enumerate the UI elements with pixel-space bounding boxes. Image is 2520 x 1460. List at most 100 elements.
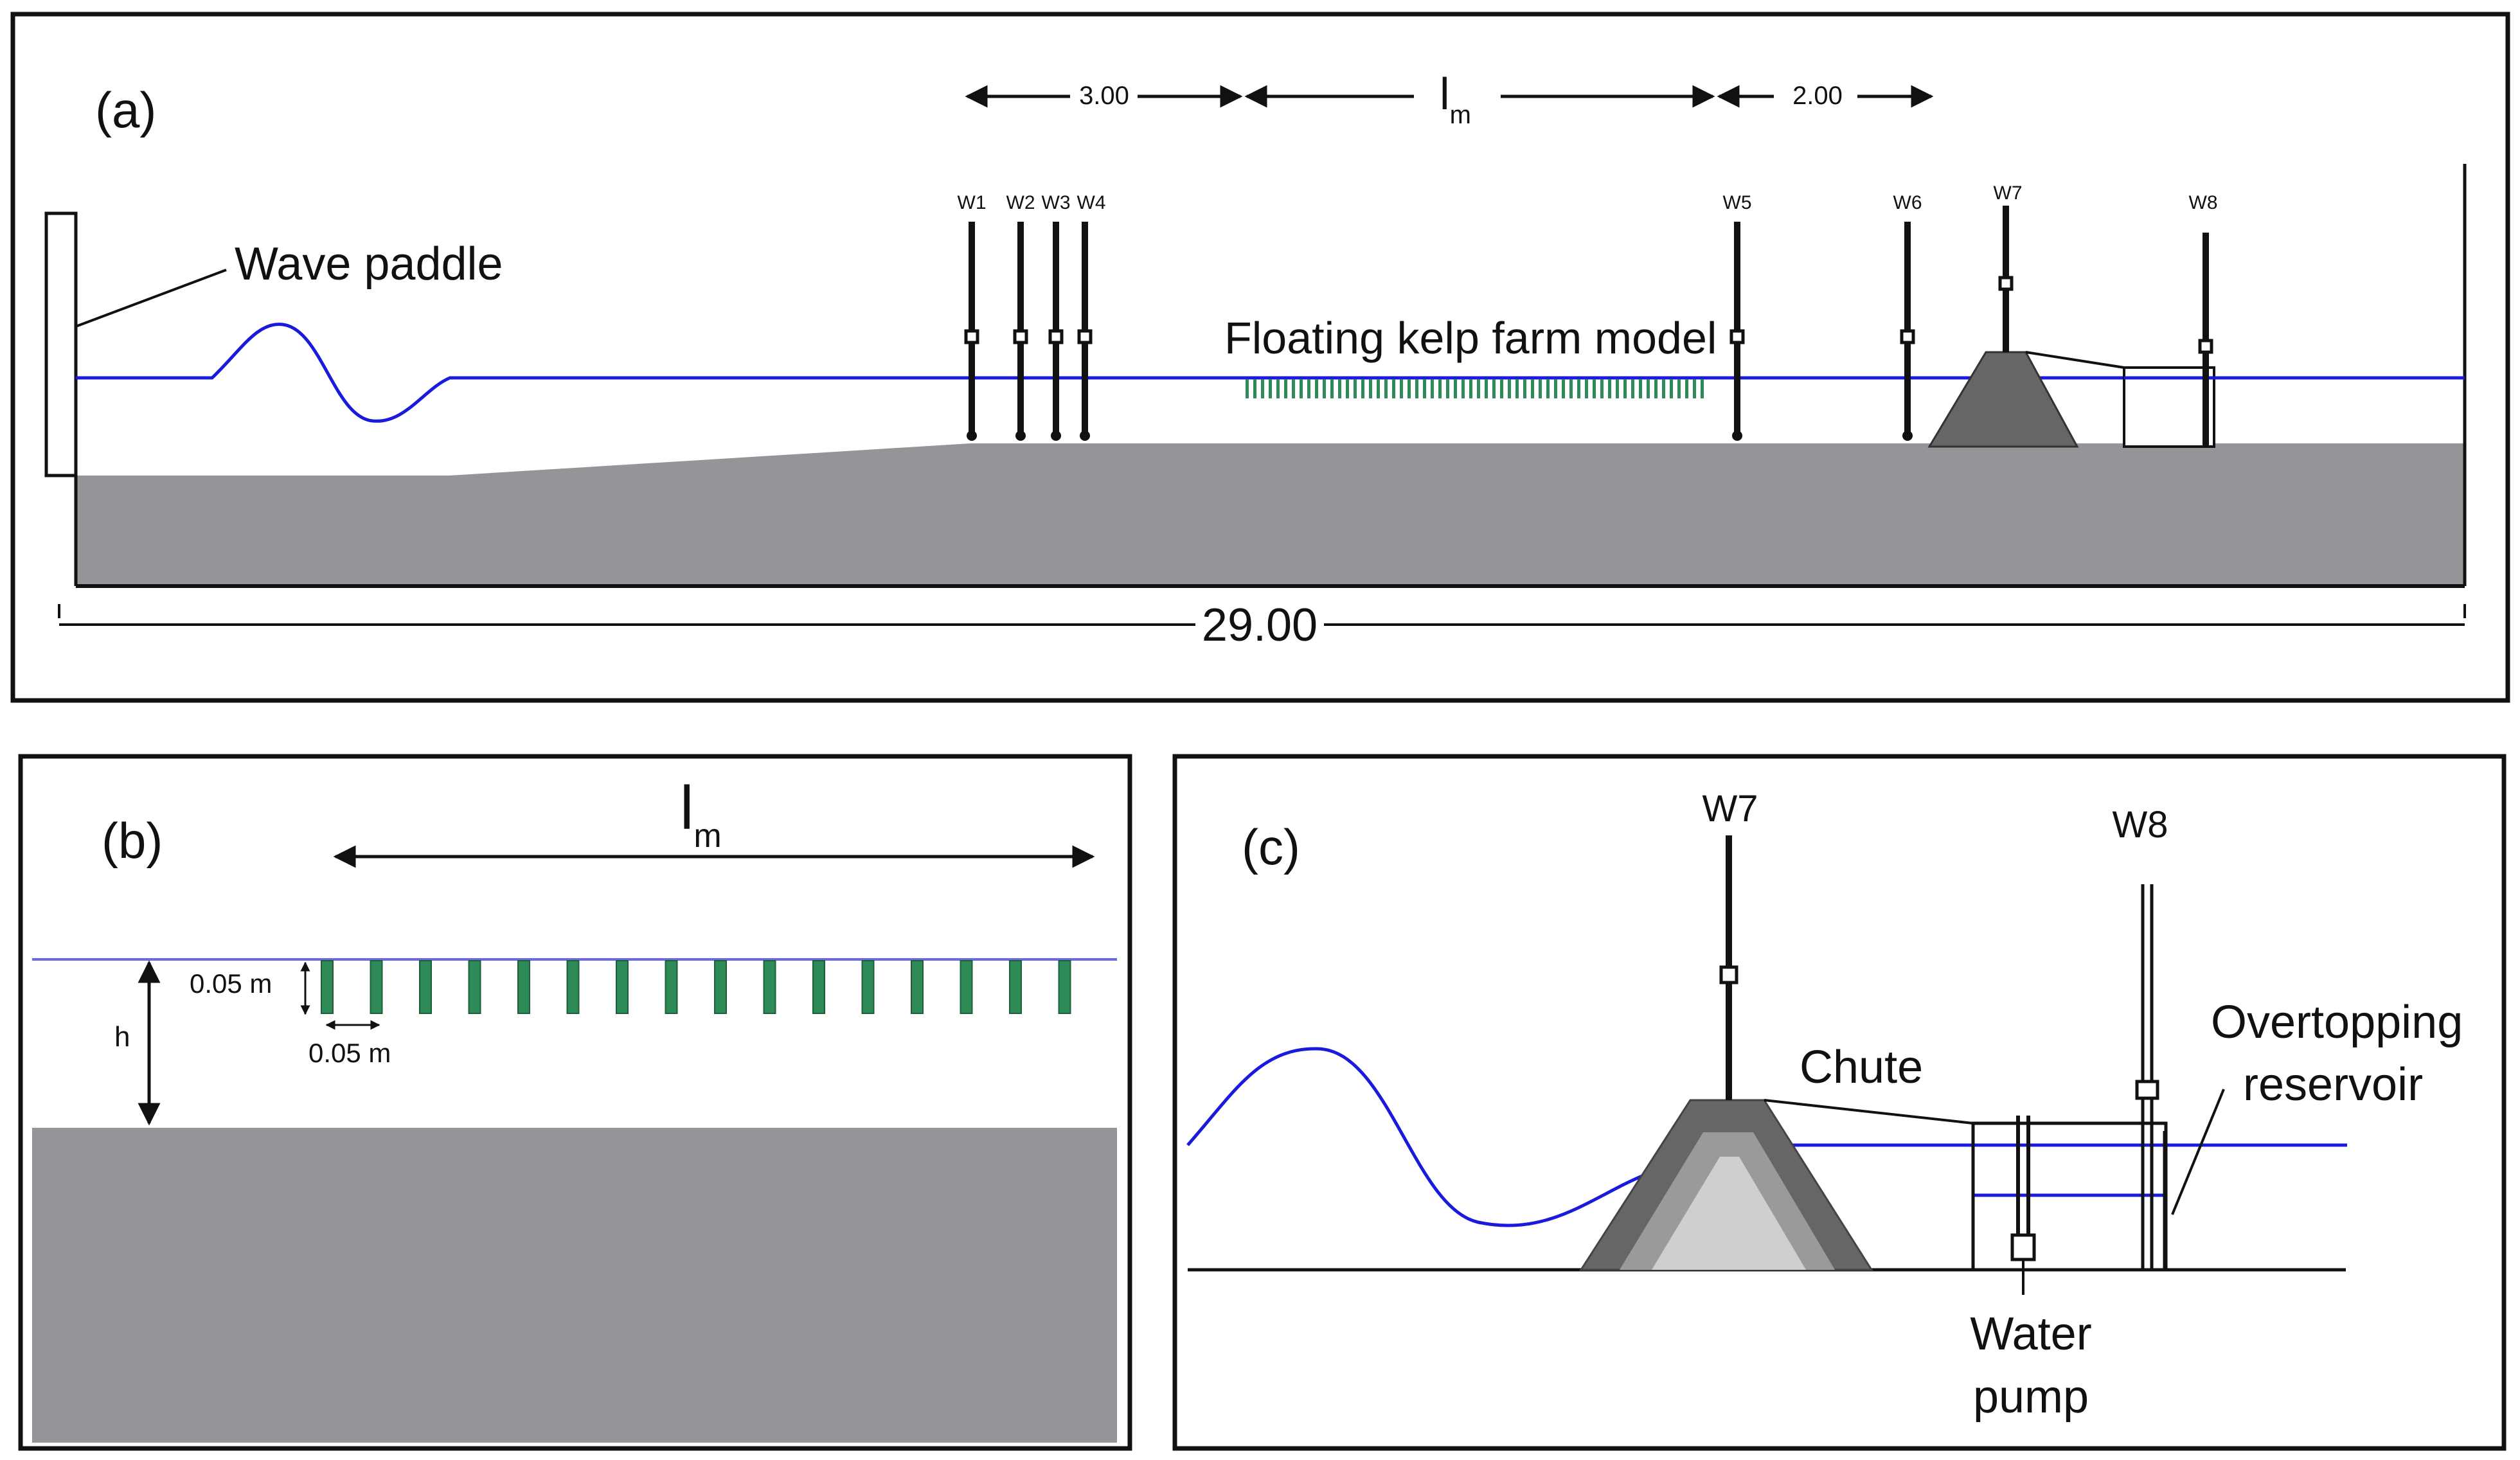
kelp-element-a	[1485, 379, 1488, 398]
panel-c-frame	[1172, 754, 2507, 1451]
kelp-element-a	[1492, 379, 1496, 398]
kelp-element-a	[1662, 379, 1665, 398]
kelp-element-a	[1361, 379, 1364, 398]
gauge-w6: W6	[1893, 192, 1922, 441]
gauge-w7-c-probe	[1719, 965, 1738, 984]
gauge-w1: W1	[958, 192, 987, 441]
kelp-element-a	[1685, 379, 1688, 398]
gauge-w8-label: W8	[2189, 192, 2218, 213]
kelp-element-a	[1438, 379, 1442, 398]
kelp-element-a	[1639, 379, 1642, 398]
kelp-element-a	[1523, 379, 1526, 398]
water-surface-a	[76, 323, 2465, 423]
gauge-w7-label: W7	[1994, 182, 2023, 204]
gauge-w8-c-probe	[2135, 1080, 2159, 1100]
panel-b: (b) lm h 0.05 m 0.05 m	[18, 754, 1132, 1451]
kelp-element-a	[1246, 379, 1249, 398]
gauge-w7: W7	[1994, 182, 2023, 352]
kelp-element-a	[1531, 379, 1534, 398]
kelp-element-a	[1431, 379, 1434, 398]
breakwater-core	[1652, 1157, 1806, 1270]
kelp-element-b	[911, 960, 924, 1014]
kelp-element-a	[1446, 379, 1449, 398]
kelp-element-a	[1323, 379, 1326, 398]
total-length-label: 29.00	[1202, 600, 1318, 651]
dim-lm-label: lm	[1440, 69, 1471, 129]
kelp-element-b	[960, 960, 973, 1014]
dim-2-label: 2.00	[1792, 82, 1843, 110]
kelp-element-a	[1261, 379, 1264, 398]
height-label: 0.05 m	[190, 968, 272, 999]
kelp-element-a	[1654, 379, 1658, 398]
panel-a-label: (a)	[95, 82, 156, 138]
kelp-element-a	[1461, 379, 1465, 398]
kelp-element-a	[1369, 379, 1372, 398]
chute-a	[2025, 351, 2125, 369]
kelp-element-a	[1701, 379, 1704, 398]
kelp-element-a	[1546, 379, 1550, 398]
kelp-element-a	[1585, 379, 1588, 398]
wave-paddle	[44, 211, 78, 477]
reservoir-label-line1: Overtopping	[2211, 997, 2463, 1048]
kelp-element-a	[1508, 379, 1511, 398]
kelp-farm-label: Floating kelp farm model	[1224, 313, 1717, 363]
kelp-element-a	[1354, 379, 1357, 398]
kelp-element-a	[1539, 379, 1542, 398]
wave-paddle-label: Wave paddle	[235, 238, 503, 290]
kelp-element-a	[1415, 379, 1418, 398]
seabed-b	[32, 1128, 1117, 1443]
kelp-element-a	[1338, 379, 1341, 398]
kelp-element-a	[1392, 379, 1395, 398]
kelp-element-a	[1377, 379, 1380, 398]
chute-label: Chute	[1800, 1042, 1923, 1093]
kelp-element-a	[1608, 379, 1611, 398]
kelp-element-a	[1647, 379, 1650, 398]
gauge-w1-label: W1	[958, 192, 987, 213]
kelp-element-b	[812, 960, 825, 1014]
kelp-element-a	[1400, 379, 1403, 398]
gauge-w5-label: W5	[1723, 192, 1752, 213]
kelp-element-a	[1307, 379, 1310, 398]
kelp-element-a	[1677, 379, 1681, 398]
kelp-element-a	[1346, 379, 1349, 398]
kelp-element-b	[1058, 960, 1071, 1014]
kelp-element-b	[763, 960, 776, 1014]
kelp-element-b	[517, 960, 530, 1014]
kelp-element-b	[861, 960, 875, 1014]
kelp-element-a	[1554, 379, 1557, 398]
kelp-element-a	[1407, 379, 1411, 398]
kelp-farm-b	[321, 960, 1071, 1014]
gauge-w8-c-label: W8	[2113, 804, 2168, 846]
chute-line	[1764, 1099, 1974, 1125]
kelp-element-a	[1292, 379, 1295, 398]
depth-label: h	[114, 1021, 130, 1053]
panel-a-frame	[10, 12, 2510, 703]
gauge-w2: W2	[1006, 192, 1035, 441]
kelp-element-b	[616, 960, 629, 1014]
water-pump	[2010, 1233, 2036, 1261]
kelp-element-a	[1631, 379, 1634, 398]
kelp-element-b	[665, 960, 678, 1014]
kelp-element-a	[1693, 379, 1696, 398]
kelp-element-a	[1616, 379, 1619, 398]
pump-label-line1: Water	[1970, 1308, 2091, 1360]
panel-c: (c) W7 W8 Chute Overtopping reservoir	[1172, 754, 2507, 1451]
kelp-farm-a	[1246, 379, 1704, 398]
kelp-element-a	[1477, 379, 1480, 398]
wave-c	[1186, 1047, 1646, 1227]
gauge-w4: W4	[1077, 192, 1106, 441]
kelp-element-a	[1423, 379, 1426, 398]
kelp-element-a	[1469, 379, 1472, 398]
panel-b-frame	[18, 754, 1132, 1451]
kelp-element-a	[1253, 379, 1256, 398]
gauge-w5: W5	[1723, 192, 1752, 441]
gauge-w8: W8	[2189, 192, 2218, 447]
kelp-element-b	[714, 960, 727, 1014]
gauge-w6-label: W6	[1893, 192, 1922, 213]
pump-label-line2: pump	[1973, 1371, 2089, 1423]
kelp-element-a	[1600, 379, 1604, 398]
kelp-element-a	[1269, 379, 1272, 398]
kelp-element-b	[566, 960, 580, 1014]
panel-a: (a) Wave paddle Floating kelp farm model…	[10, 12, 2510, 703]
reservoir-leader	[2171, 1089, 2225, 1215]
